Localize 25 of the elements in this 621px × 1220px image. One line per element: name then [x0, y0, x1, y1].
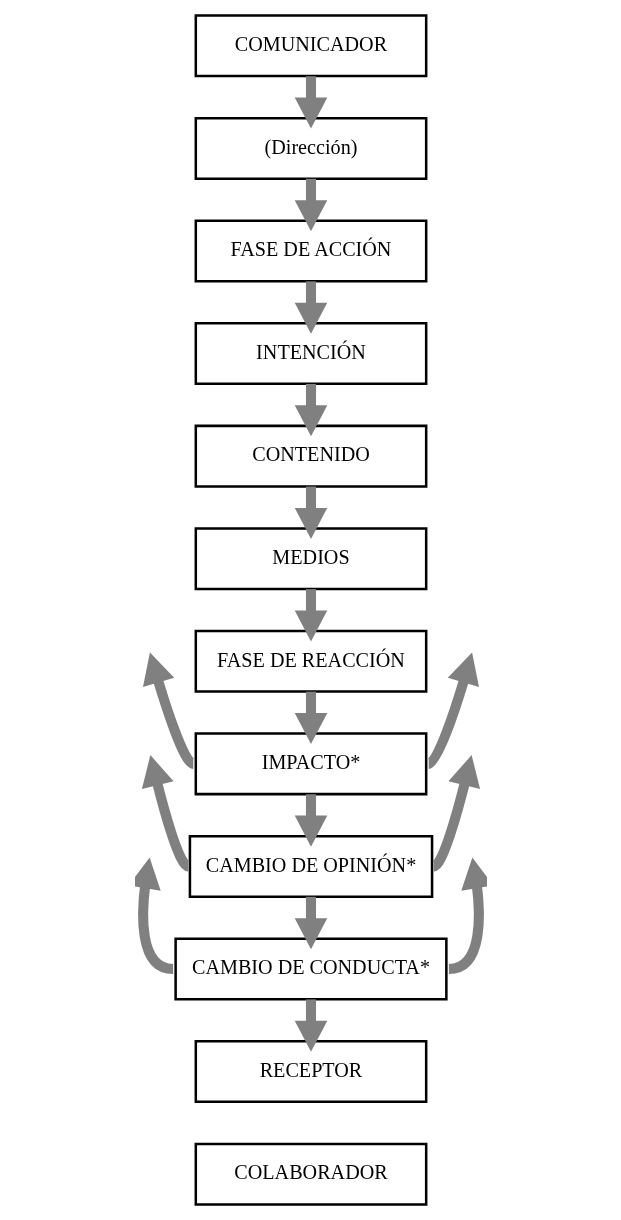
node-box: COMUNICADOR	[194, 14, 427, 78]
node-box: MEDIOS	[194, 527, 427, 591]
arrow	[425, 652, 479, 769]
node-box: CONTENIDO	[194, 424, 427, 488]
arrow	[294, 999, 327, 1052]
arrow	[142, 652, 196, 769]
arrow	[294, 178, 327, 232]
node-box: FASE DE ACCIÓN	[194, 219, 427, 283]
arrow	[294, 794, 327, 847]
node-box: FASE DE REACCIÓN	[194, 629, 427, 693]
arrow	[294, 896, 327, 950]
arrow	[294, 486, 327, 539]
arrow	[294, 76, 327, 129]
node-box: INTENCIÓN	[194, 322, 427, 386]
arrow	[294, 383, 327, 437]
arrow	[294, 589, 327, 642]
arrow	[141, 755, 191, 871]
node-box: CAMBIO DE CONDUCTA*	[173, 937, 448, 1001]
node-box: RECEPTOR	[194, 1040, 427, 1104]
node-box: IMPACTO*	[194, 732, 427, 796]
arrow	[294, 281, 327, 334]
node-box: COLABORADOR	[194, 1142, 427, 1206]
node-box: (Dirección)	[194, 116, 427, 180]
node-box: CAMBIO DE OPINIÓN*	[188, 834, 433, 898]
arrow	[294, 691, 327, 745]
